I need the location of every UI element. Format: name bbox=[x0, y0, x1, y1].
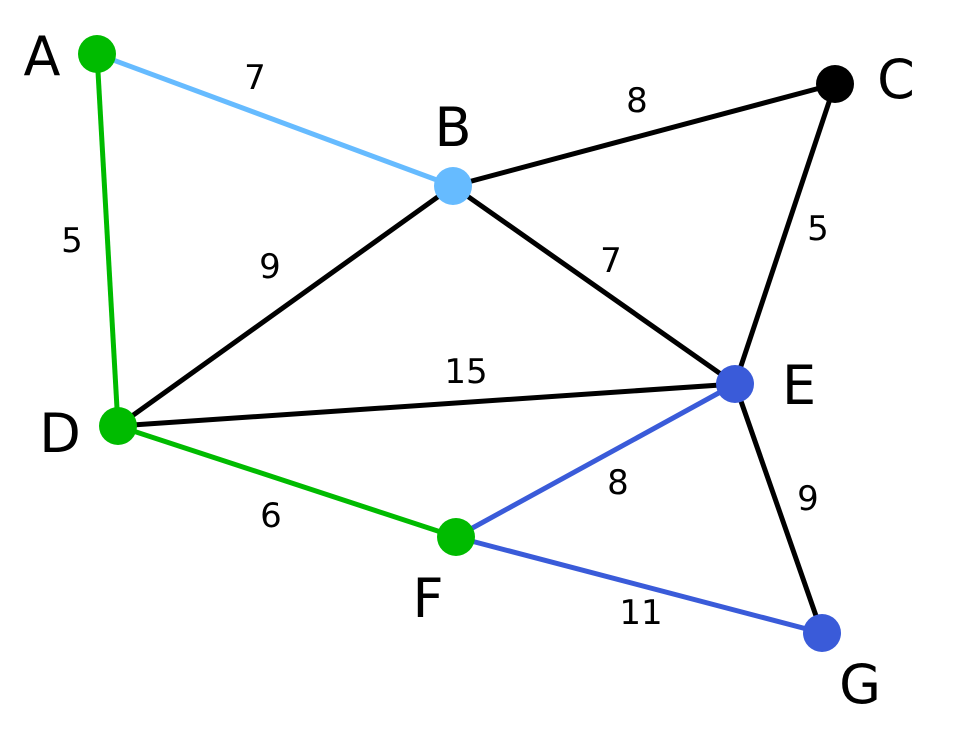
node-F bbox=[437, 518, 475, 556]
edge-weight-F-G: 11 bbox=[619, 593, 662, 633]
edge-weight-D-E: 15 bbox=[444, 352, 487, 392]
node-D bbox=[99, 407, 137, 445]
edge-A-D bbox=[94, 53, 121, 427]
edge-weight-B-D: 9 bbox=[259, 247, 281, 287]
edge-C-E bbox=[732, 83, 838, 385]
edge-weight-A-B: 7 bbox=[244, 58, 266, 98]
edge-B-C bbox=[452, 81, 836, 189]
edge-weight-E-F: 8 bbox=[607, 463, 629, 503]
edge-weight-D-F: 6 bbox=[260, 496, 282, 536]
node-C bbox=[816, 65, 854, 103]
edge-D-E bbox=[117, 381, 736, 429]
edge-weight-E-G: 9 bbox=[797, 479, 819, 519]
edge-B-D bbox=[116, 183, 455, 429]
node-label-B: B bbox=[434, 96, 471, 159]
edge-weight-B-E: 7 bbox=[600, 241, 622, 281]
node-E bbox=[716, 365, 754, 403]
edge-weight-A-D: 5 bbox=[61, 221, 83, 261]
node-label-D: D bbox=[39, 402, 81, 465]
edge-B-E bbox=[451, 183, 737, 387]
edge-weight-C-E: 5 bbox=[807, 209, 829, 249]
edge-weight-B-C: 8 bbox=[626, 81, 648, 121]
edge-A-B bbox=[96, 51, 454, 189]
node-B bbox=[434, 167, 472, 205]
node-label-A: A bbox=[24, 25, 61, 88]
node-A bbox=[78, 35, 116, 73]
edge-F-G bbox=[455, 534, 823, 636]
node-label-G: G bbox=[839, 653, 881, 716]
edge-E-G bbox=[732, 383, 825, 634]
edge-E-F bbox=[454, 381, 737, 540]
node-G bbox=[803, 614, 841, 652]
node-label-E: E bbox=[782, 354, 816, 417]
node-label-C: C bbox=[877, 48, 915, 111]
edge-D-F bbox=[117, 423, 457, 540]
node-label-F: F bbox=[412, 567, 443, 630]
